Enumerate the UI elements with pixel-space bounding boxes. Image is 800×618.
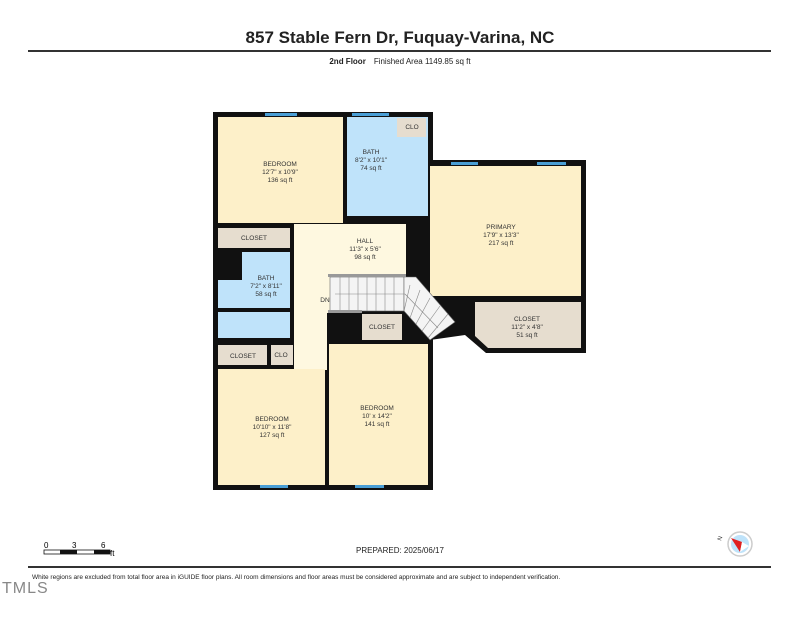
bedroom-3: [329, 344, 428, 485]
disclaimer: White regions are excluded from total fl…: [32, 574, 561, 581]
closet-label: CLOSET: [230, 353, 256, 360]
scale-bar: 0 3 6 ft: [43, 541, 115, 558]
page-title: 857 Stable Fern Dr, Fuquay-Varina, NC: [245, 28, 555, 47]
rooms: [218, 117, 581, 485]
primary-closet: [475, 302, 581, 348]
closet-middle: [362, 314, 402, 340]
closet-label: CLOSET: [369, 324, 395, 331]
mls-logo: TMLS: [2, 580, 49, 597]
room-dims: 10' x 14'2": [362, 413, 392, 420]
prepared-date: PREPARED: 2025/06/17: [356, 546, 444, 555]
primary: [430, 166, 581, 296]
room-dims: 17'9" x 13'3": [483, 232, 519, 239]
scale-tick: 6: [101, 541, 106, 550]
room-name: BATH: [363, 149, 380, 156]
closet-label: CLOSET: [241, 235, 267, 242]
clo-1: [397, 118, 426, 137]
room-labels: BEDROOM 12'7" x 10'9" 136 sq ft BATH 8'2…: [230, 124, 543, 439]
stairs-down-label: DN: [320, 297, 330, 304]
scale-unit: ft: [110, 549, 115, 558]
room-area: 74 sq ft: [360, 165, 382, 172]
finished-area: Finished Area 1149.85 sq ft: [373, 57, 471, 66]
header-divider: [28, 50, 771, 52]
room-area: 217 sq ft: [489, 240, 514, 247]
closet-left: [218, 228, 290, 248]
room-dims: 11'2" x 4'8": [511, 324, 543, 331]
room-area: 136 sq ft: [268, 177, 293, 184]
room-dims: 11'3" x 5'6": [349, 246, 381, 253]
clo-2: [271, 345, 293, 365]
room-area: 51 sq ft: [516, 332, 538, 339]
stairs: [328, 274, 456, 341]
room-dims: 8'2" x 10'1": [355, 157, 388, 164]
room-name: BEDROOM: [255, 416, 289, 423]
floor-name: 2nd Floor: [329, 57, 366, 66]
footer-divider: [28, 566, 771, 568]
room-name: PRIMARY: [486, 224, 516, 231]
bedroom-1: [218, 117, 343, 223]
scale-tick: 3: [72, 541, 77, 550]
compass-icon: N: [717, 531, 753, 557]
room-area: 141 sq ft: [365, 421, 390, 428]
room-area: 58 sq ft: [255, 291, 277, 298]
floor-subtitle: 2nd Floor Finished Area 1149.85 sq ft: [0, 57, 800, 66]
room-name: BEDROOM: [263, 161, 297, 168]
compass-north-label: N: [717, 536, 724, 542]
room-dims: 7'2" x 8'11": [250, 283, 282, 290]
room-name: BATH: [258, 275, 275, 282]
room-dims: 10'10" x 11'8": [253, 424, 292, 431]
bath-2: [218, 252, 290, 308]
bath-2-lower: [218, 312, 290, 338]
room-name: BEDROOM: [360, 405, 394, 412]
room-area: 127 sq ft: [260, 432, 285, 439]
scale-tick: 0: [44, 541, 49, 550]
bedroom-2: [218, 369, 325, 485]
room-area: 98 sq ft: [354, 254, 376, 261]
clo-label: CLO: [274, 352, 287, 359]
windows: [260, 113, 566, 488]
hall: [294, 224, 406, 370]
closet-bottom: [218, 345, 267, 365]
clo-label: CLO: [405, 124, 418, 131]
room-dims: 12'7" x 10'9": [262, 169, 298, 176]
room-name: CLOSET: [514, 316, 540, 323]
room-name: HALL: [357, 238, 374, 245]
